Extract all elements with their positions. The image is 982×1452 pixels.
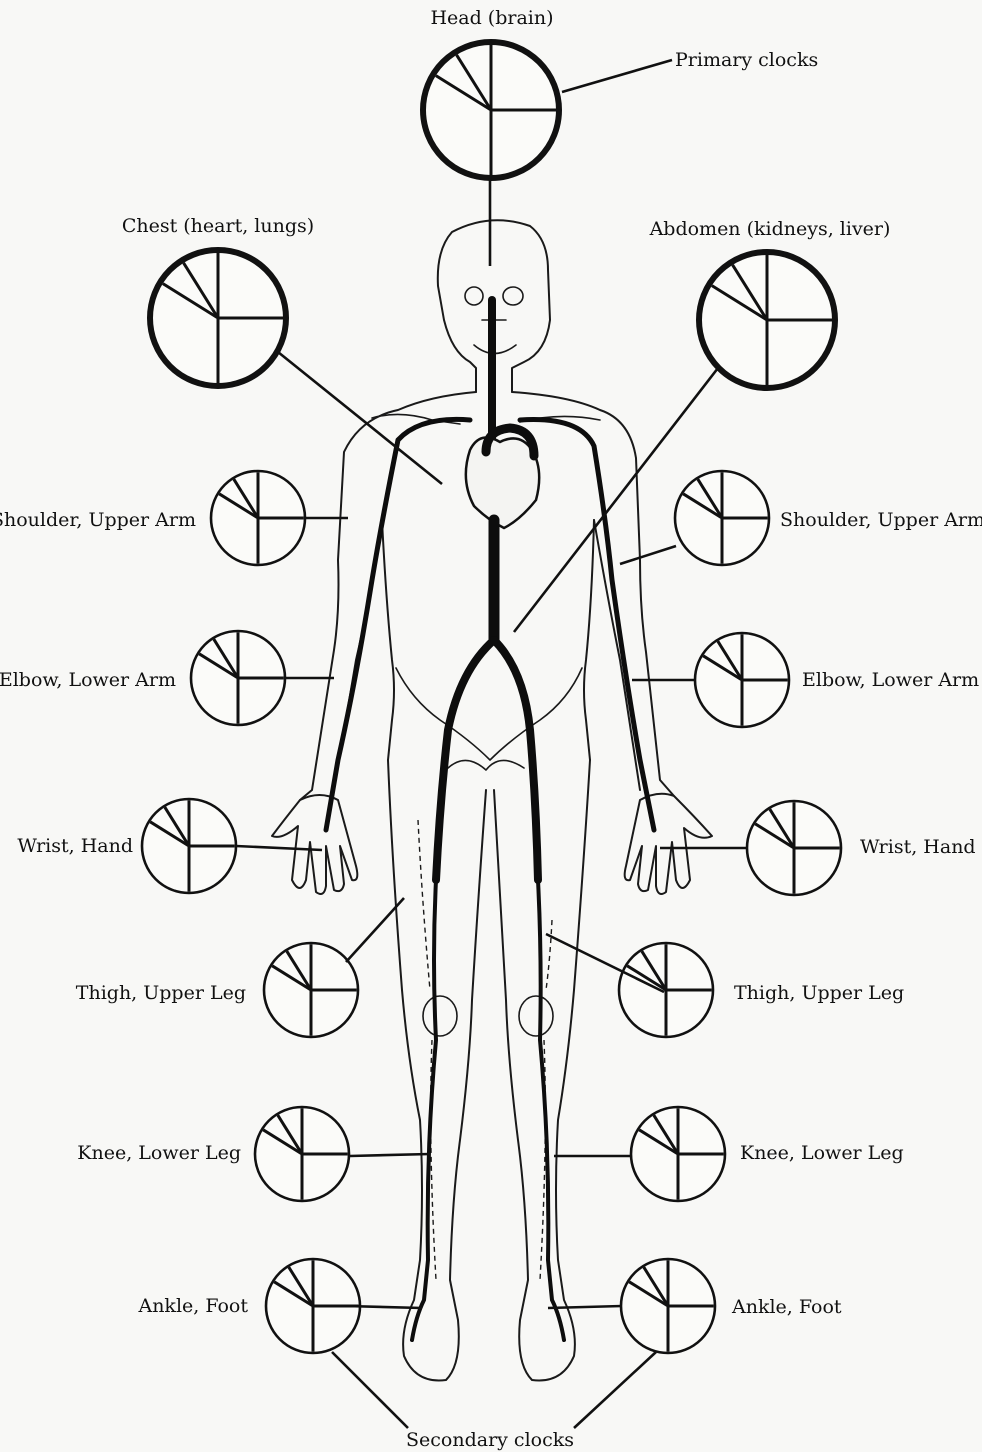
clock-wrist-left	[142, 799, 236, 893]
vein-right-thigh	[546, 920, 552, 990]
clock-chest	[150, 250, 286, 386]
label-thigh-left: Thigh, Upper Leg	[76, 982, 246, 1004]
leader-chest	[278, 352, 442, 484]
label-abdomen: Abdomen (kidneys, liver)	[649, 218, 891, 240]
label-thigh-right: Thigh, Upper Leg	[734, 982, 904, 1004]
clock-wrist-right	[747, 801, 841, 895]
label-knee-right: Knee, Lower Leg	[740, 1142, 904, 1164]
left-hand	[272, 795, 357, 894]
leader-lines	[236, 60, 746, 1428]
leader-secondary-left	[332, 1352, 408, 1428]
label-secondary-clocks: Secondary clocks	[406, 1429, 574, 1451]
clock-thigh-left	[264, 943, 358, 1037]
leader-primary	[562, 60, 672, 92]
label-wrist-right: Wrist, Hand	[860, 836, 976, 858]
vein-left-thigh	[418, 820, 430, 990]
clock-elbow-left	[191, 631, 285, 725]
label-shoulder-right: Shoulder, Upper Arm	[780, 509, 982, 531]
label-shoulder-left: Shoulder, Upper Arm	[0, 509, 196, 531]
label-chest: Chest (heart, lungs)	[122, 215, 314, 237]
pelvis	[396, 668, 582, 770]
leader-shoulder-right	[620, 546, 676, 564]
leader-thigh-left	[346, 898, 404, 962]
clock-elbow-right	[695, 633, 789, 727]
kneecap-left	[423, 996, 457, 1036]
label-head: Head (brain)	[430, 7, 553, 29]
eye-socket-left	[465, 287, 483, 305]
label-ankle-right: Ankle, Foot	[731, 1296, 842, 1318]
artery-left-leg	[412, 880, 436, 1340]
leader-ankle-right	[548, 1306, 622, 1308]
clock-head	[423, 42, 559, 178]
clock-ankle-right	[621, 1259, 715, 1353]
circulatory-system	[326, 300, 654, 1340]
leader-secondary-right	[574, 1352, 656, 1428]
heart	[466, 438, 539, 529]
clock-knee-right	[631, 1107, 725, 1201]
kneecap-right	[519, 996, 553, 1036]
label-elbow-right: Elbow, Lower Arm	[802, 669, 979, 691]
label-wrist-left: Wrist, Hand	[17, 835, 133, 857]
clock-ankle-left	[266, 1259, 360, 1353]
label-ankle-left: Ankle, Foot	[137, 1295, 248, 1317]
clock-knee-left	[255, 1107, 349, 1201]
clock-thigh-right	[619, 943, 713, 1037]
clock-shoulder-left	[211, 471, 305, 565]
clock-abdomen	[699, 252, 835, 388]
eye-socket-right	[503, 287, 523, 305]
label-knee-left: Knee, Lower Leg	[77, 1142, 241, 1164]
label-elbow-left: Elbow, Lower Arm	[0, 669, 176, 691]
waist-outline	[382, 520, 594, 760]
right-hand	[625, 794, 712, 894]
clock-shoulder-right	[675, 471, 769, 565]
leader-knee-left	[350, 1154, 430, 1156]
label-primary-clocks: Primary clocks	[675, 49, 818, 71]
